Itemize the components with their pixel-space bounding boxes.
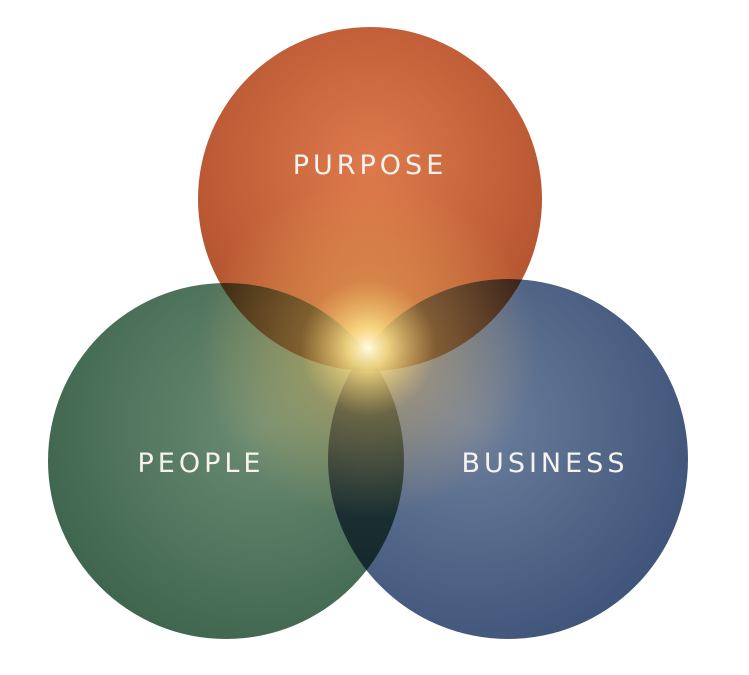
people-label: PEOPLE (138, 448, 265, 479)
center-glow (198, 178, 538, 518)
business-label: BUSINESS (462, 448, 629, 479)
purpose-label: PURPOSE (293, 150, 448, 181)
